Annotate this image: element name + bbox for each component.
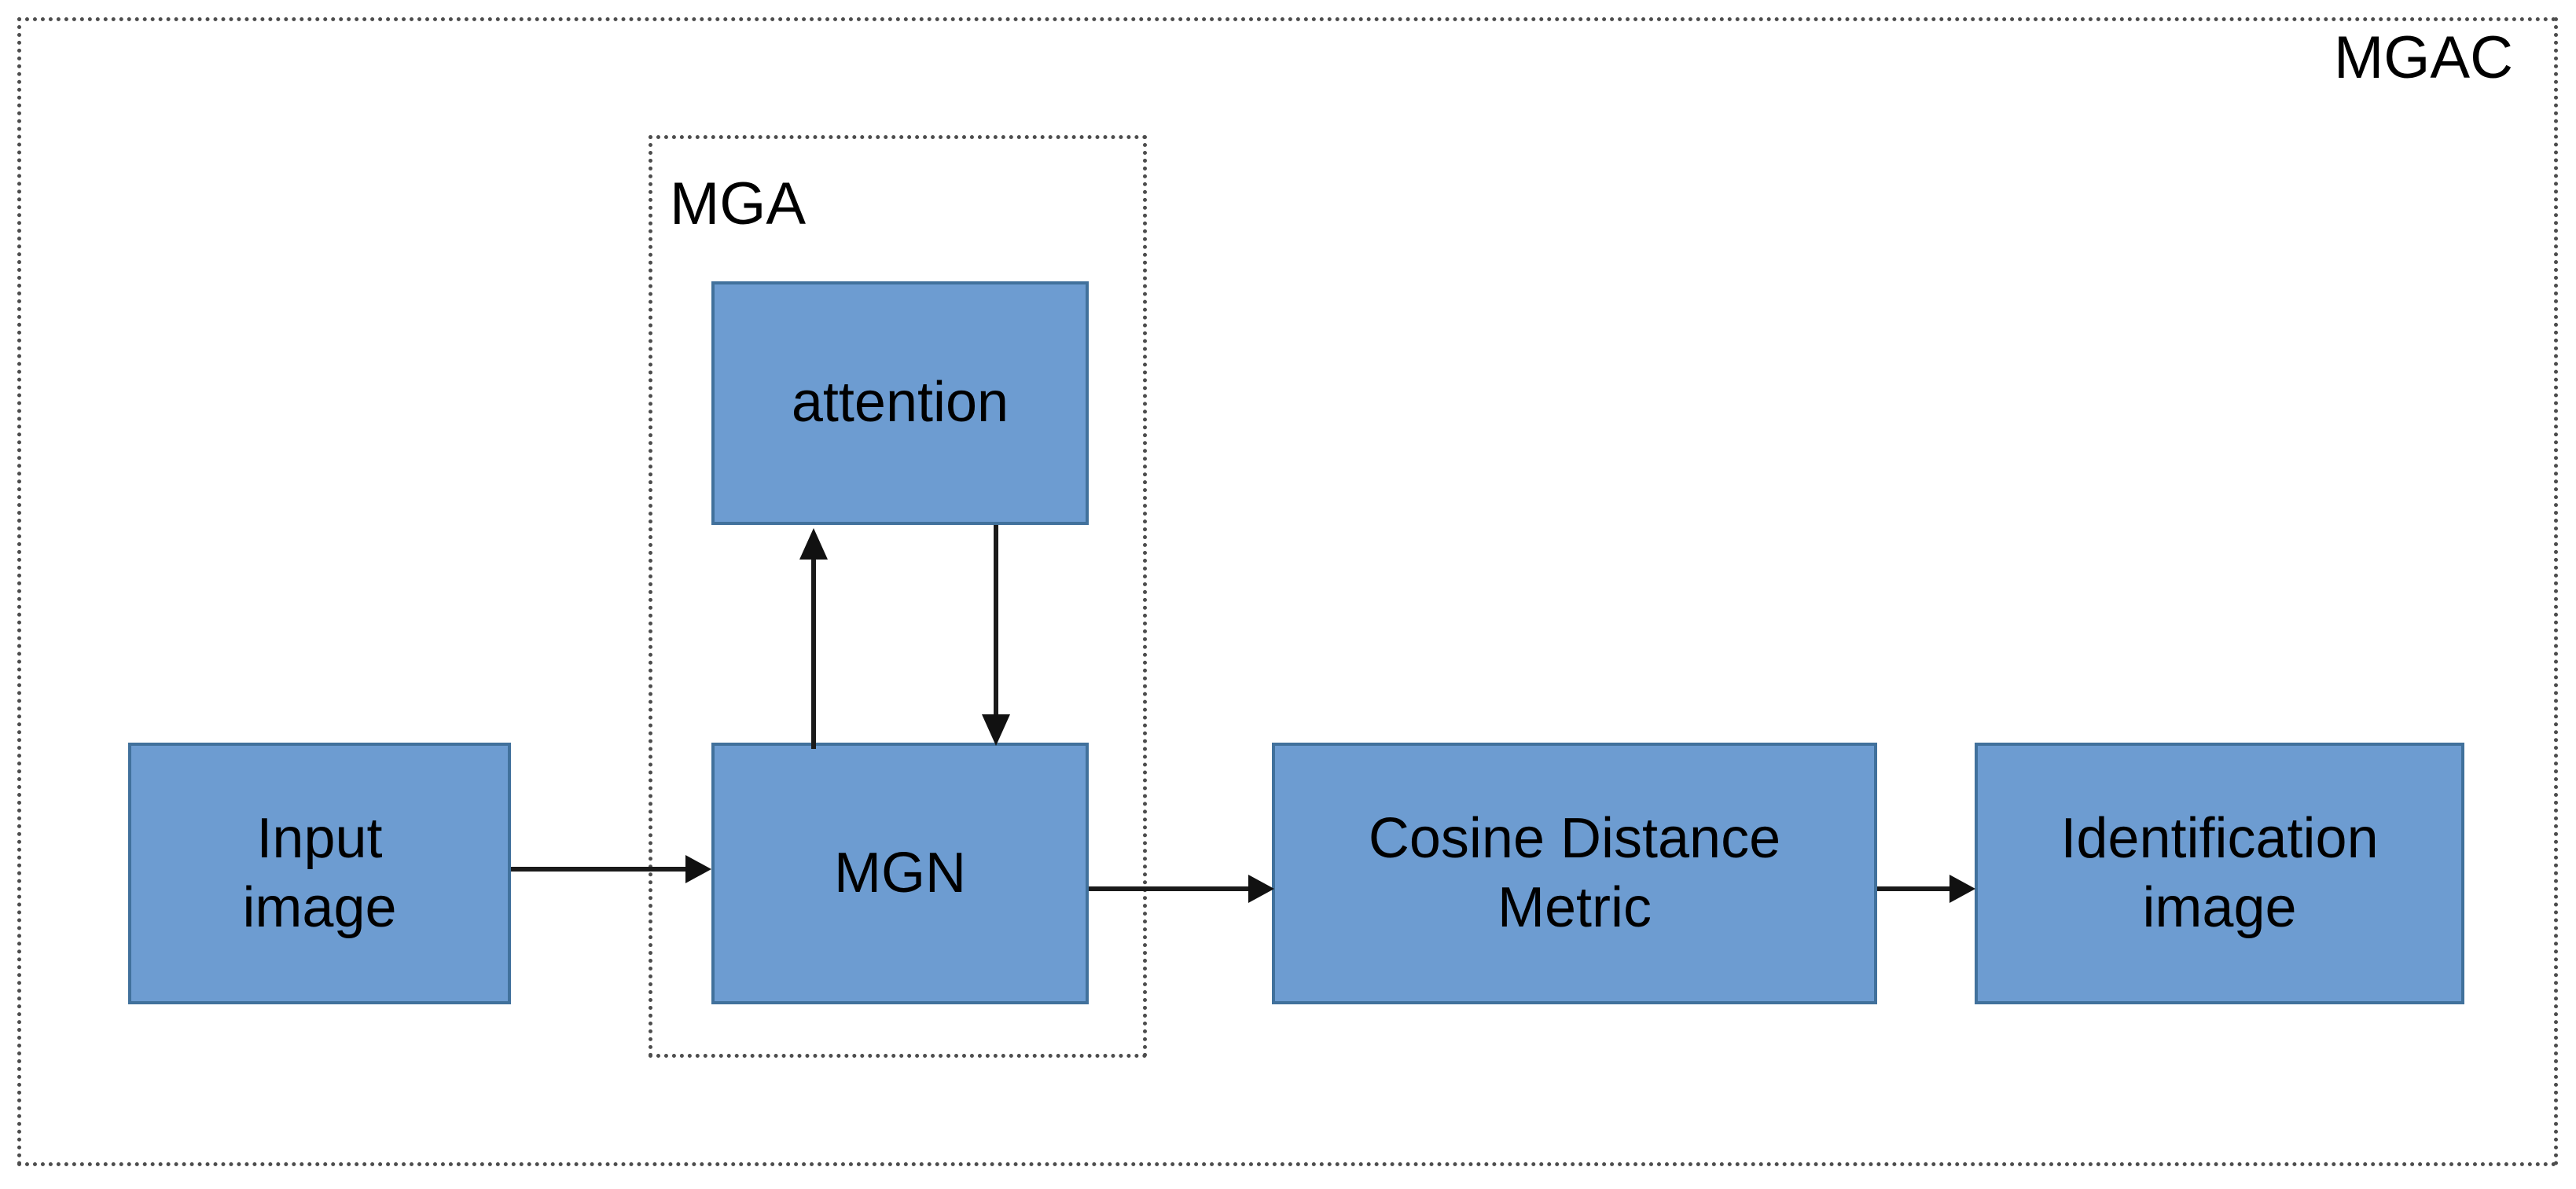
arrow-mgn-to-cosine-distance-metric (1089, 873, 1281, 905)
block-identification-line1: Identification (2060, 806, 2379, 870)
block-identification-image[interactable]: Identification image (1975, 743, 2464, 1004)
block-identification-line2: image (2142, 875, 2297, 939)
block-input-image-line1: Input (256, 806, 383, 870)
block-attention[interactable]: attention (711, 281, 1089, 525)
block-cosine-line2: Metric (1497, 875, 1652, 939)
arrow-mgn-to-attention (798, 525, 829, 749)
mgac-container (17, 17, 2558, 1166)
block-attention-label: attention (791, 371, 1009, 435)
mgac-label: MGAC (2334, 24, 2513, 91)
arrow-cosine-distance-metric-to-identification-image (1877, 873, 1983, 905)
arrow-attention-to-mgn (980, 525, 1012, 749)
block-input-image-line2: image (242, 875, 397, 939)
block-mgn[interactable]: MGN (711, 743, 1089, 1004)
block-input-image[interactable]: Input image (128, 743, 511, 1004)
block-mgn-label: MGN (834, 841, 966, 905)
mga-container (649, 135, 1147, 1058)
block-cosine-line1: Cosine Distance (1368, 806, 1781, 870)
mga-label: MGA (670, 171, 807, 237)
arrow-input-image-to-mgn (511, 853, 715, 885)
block-cosine-distance-metric[interactable]: Cosine Distance Metric (1272, 743, 1877, 1004)
